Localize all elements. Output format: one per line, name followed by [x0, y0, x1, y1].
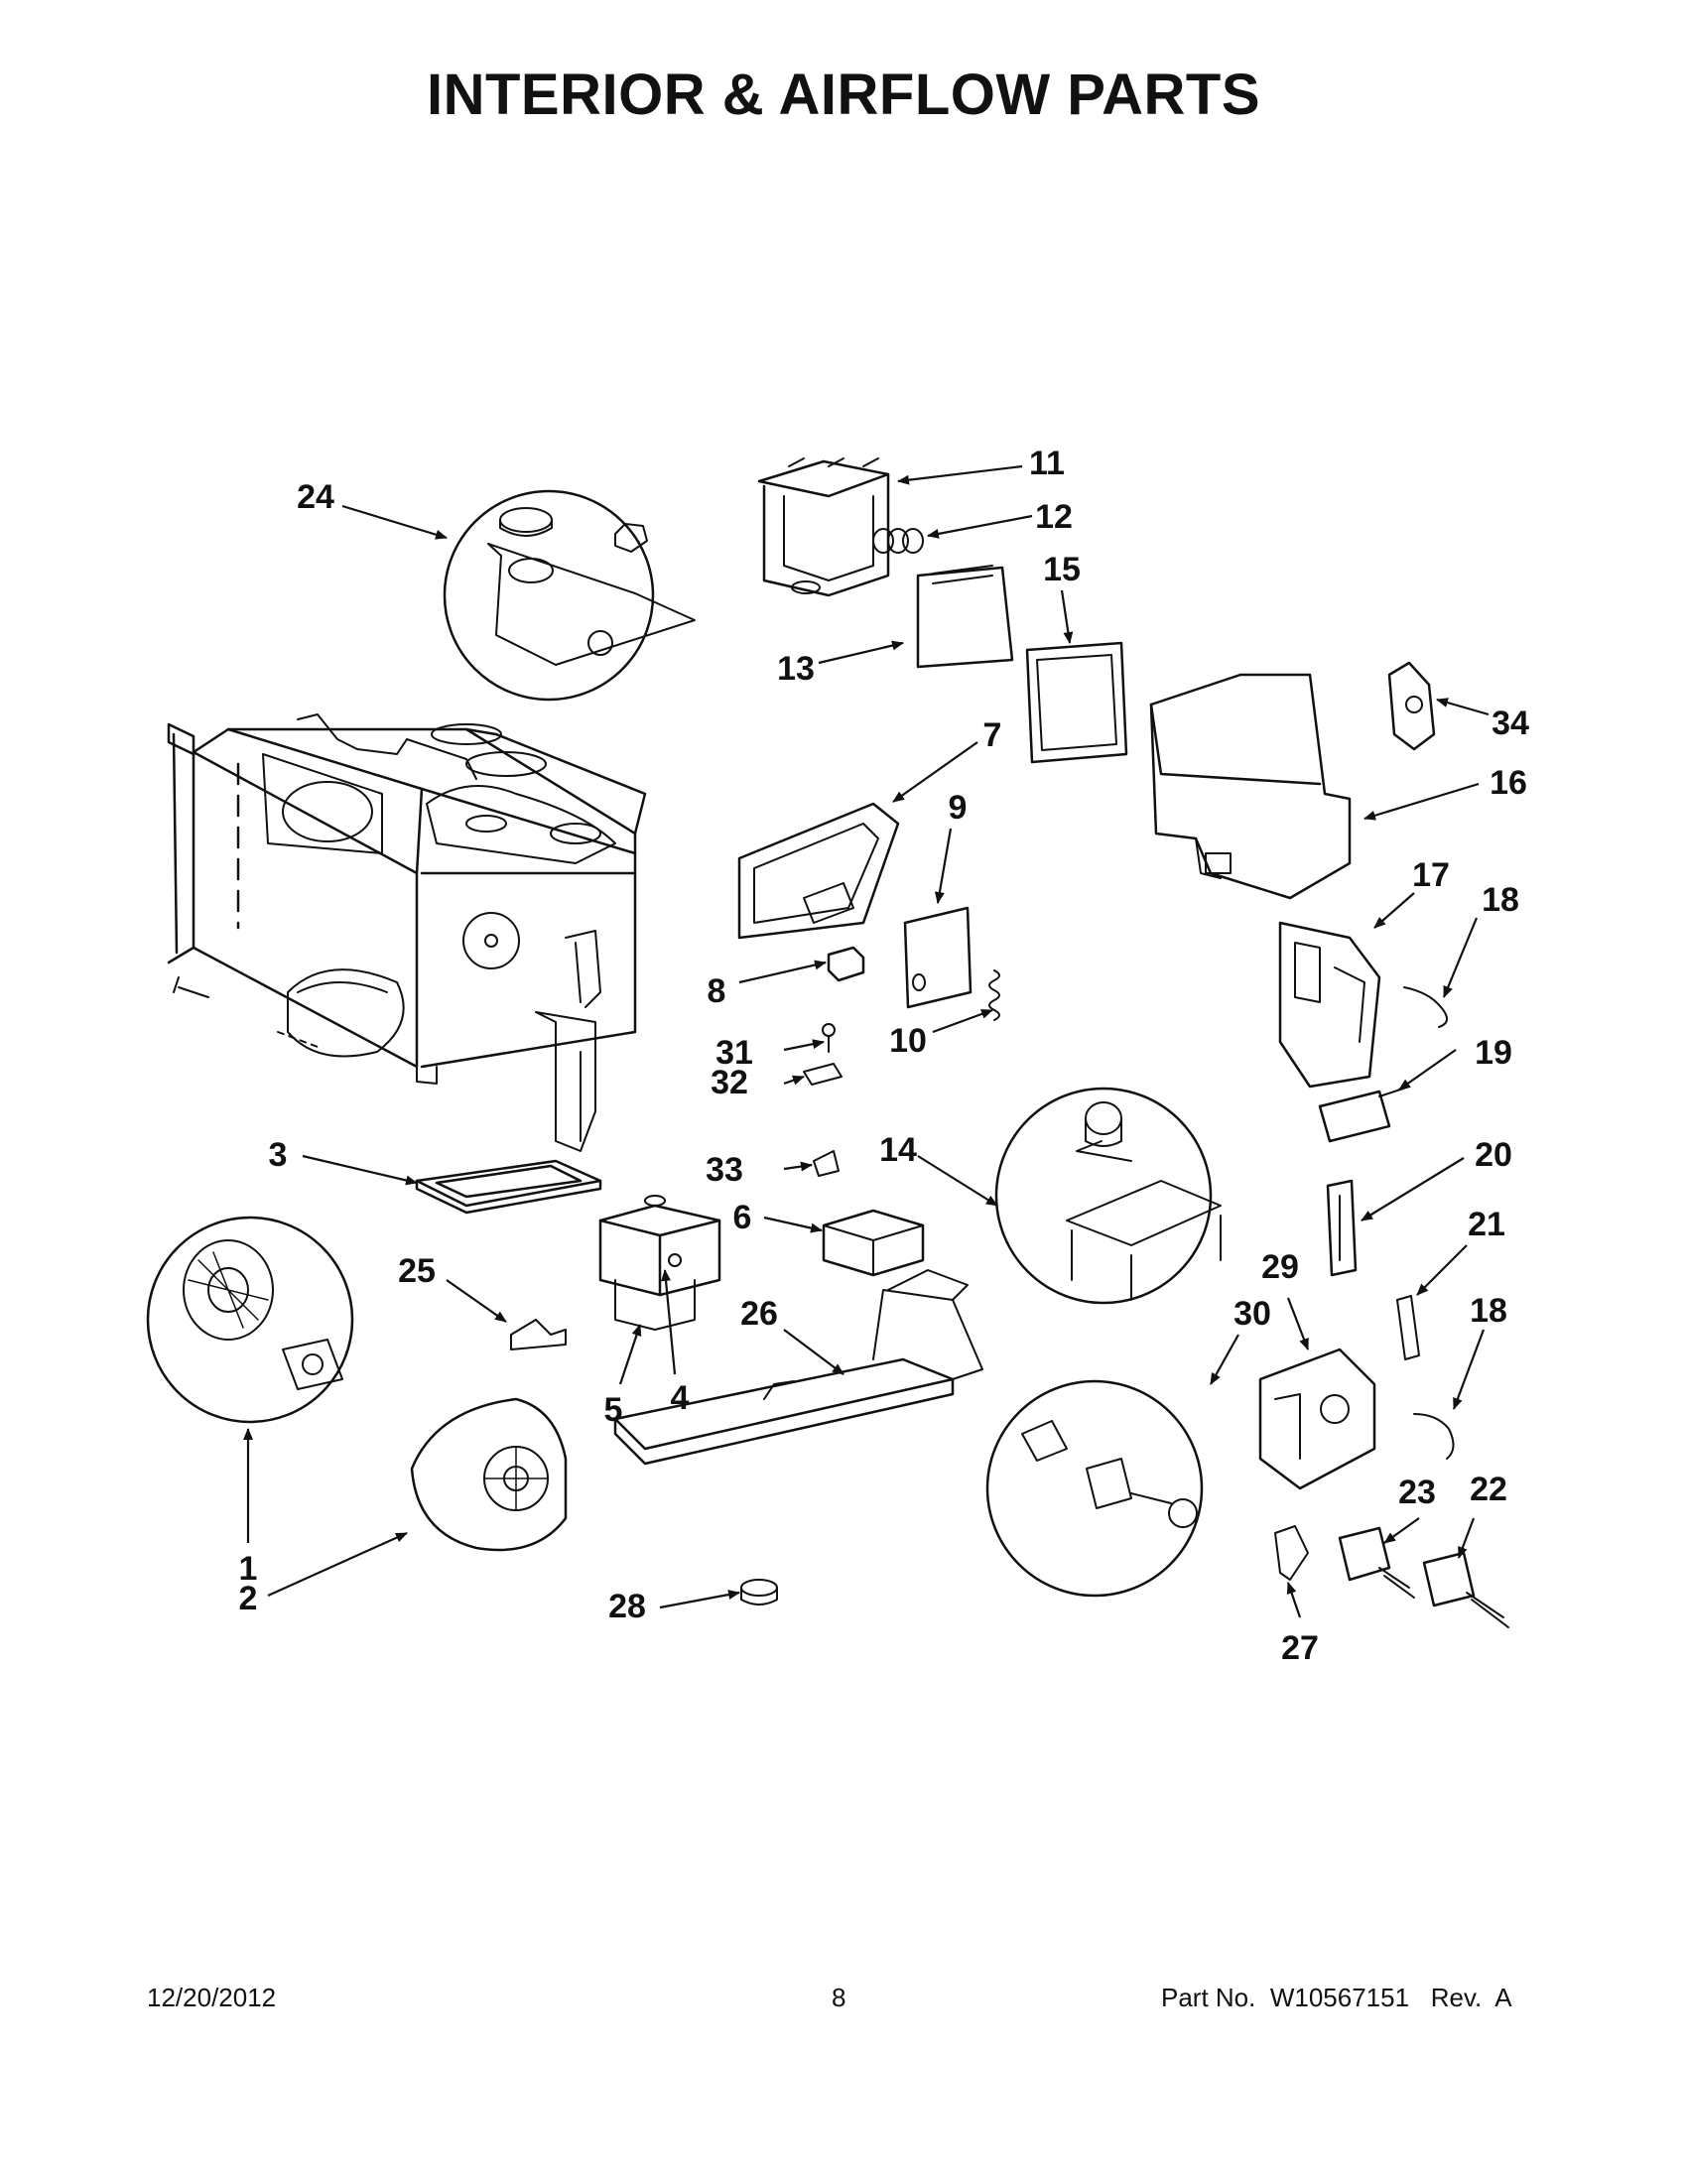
callout-23: 23 — [1398, 1474, 1436, 1511]
leader-30 — [1210, 1334, 1239, 1385]
part-8-switch — [827, 946, 865, 982]
parts-31-33-small-items — [803, 1023, 843, 1177]
callout-18a: 18 — [1482, 881, 1519, 919]
callout-18b: 18 — [1470, 1292, 1507, 1330]
callout-21: 21 — [1468, 1206, 1505, 1243]
leader-15 — [1060, 589, 1074, 644]
part-16-air-duct — [1149, 673, 1352, 900]
leader-16 — [1363, 782, 1480, 821]
leader-28 — [659, 1590, 740, 1609]
callout-6: 6 — [733, 1199, 752, 1236]
leader-3 — [302, 1154, 418, 1186]
callout-13: 13 — [777, 650, 815, 688]
part-1-detail-circle — [146, 1216, 354, 1424]
part-24-detail-circle — [443, 489, 696, 702]
part-6-capacitor — [822, 1209, 925, 1277]
parts-4-5-magnetron — [598, 1195, 721, 1331]
leader-18b — [1452, 1329, 1486, 1410]
callout-15: 15 — [1043, 551, 1081, 588]
callout-25: 25 — [398, 1252, 436, 1290]
callout-22: 22 — [1470, 1471, 1507, 1508]
callout-20: 20 — [1475, 1136, 1512, 1174]
footer-date: 12/20/2012 — [147, 1983, 277, 2012]
leader-4 — [661, 1269, 677, 1375]
leader-11 — [897, 464, 1023, 485]
callout-17: 17 — [1412, 856, 1450, 894]
part-30-detail-circle — [985, 1379, 1204, 1598]
part-25-bracket — [510, 1319, 567, 1350]
leader-7 — [892, 741, 978, 803]
callout-12: 12 — [1035, 498, 1073, 536]
callout-5: 5 — [604, 1391, 623, 1429]
leader-5 — [618, 1324, 642, 1385]
callout-33: 33 — [706, 1151, 743, 1189]
leader-18a — [1442, 917, 1479, 998]
leader-12 — [927, 514, 1033, 539]
callout-8: 8 — [708, 972, 726, 1010]
cavity-wrapper-assembly — [167, 713, 647, 1152]
callout-19: 19 — [1475, 1034, 1512, 1072]
callout-4: 4 — [671, 1379, 690, 1417]
page-title: INTERIOR & AIRFLOW PARTS — [426, 63, 1261, 127]
callout-31: 31 — [715, 1034, 753, 1072]
leader-23 — [1383, 1517, 1420, 1544]
footer-part-number: Part No. W10567151 Rev. A — [1161, 1983, 1512, 2012]
leader-13 — [818, 640, 904, 665]
leader-22 — [1457, 1517, 1476, 1559]
leader-6 — [763, 1216, 823, 1233]
parts-19-21 — [1318, 1086, 1420, 1360]
callout-16: 16 — [1490, 764, 1527, 802]
leader-8 — [738, 960, 827, 984]
leader-10 — [932, 1008, 993, 1034]
callout-27: 27 — [1281, 1629, 1319, 1667]
parts-11-15-control-bracket — [757, 457, 1128, 764]
footer-page-number: 8 — [832, 1983, 846, 2012]
part-10-spring — [988, 969, 1000, 1021]
leader-34 — [1436, 698, 1490, 716]
part-7-vent-door — [737, 802, 900, 940]
callout-3: 3 — [269, 1136, 288, 1174]
leader-27 — [1286, 1582, 1302, 1618]
leader-14 — [917, 1155, 998, 1207]
callout-10: 10 — [889, 1022, 927, 1060]
leader-31 — [783, 1039, 825, 1052]
leader-2 — [267, 1531, 408, 1598]
part-18-springs — [1403, 986, 1455, 1460]
callout-14: 14 — [879, 1131, 917, 1169]
callout-34: 34 — [1492, 705, 1529, 742]
leader-33 — [783, 1161, 813, 1172]
part-34-clip — [1387, 661, 1436, 751]
callout-2: 2 — [239, 1580, 258, 1617]
parts-22-23-27-switches — [1274, 1525, 1509, 1628]
leader-25 — [446, 1279, 507, 1323]
leader-9 — [934, 828, 953, 904]
part-28-knob — [740, 1579, 778, 1606]
callout-29: 29 — [1261, 1248, 1299, 1286]
leader-32 — [783, 1075, 805, 1086]
callout-11: 11 — [1029, 445, 1065, 482]
part-17-interlock-bracket — [1278, 921, 1381, 1089]
callout-7: 7 — [983, 716, 1002, 754]
leader-17 — [1373, 892, 1415, 929]
callout-1: 1 — [239, 1550, 258, 1588]
part-26-waveguide — [613, 1269, 983, 1466]
callout-9: 9 — [949, 789, 968, 827]
callout-32: 32 — [711, 1064, 748, 1101]
callout-24: 24 — [297, 478, 334, 516]
callout-30: 30 — [1233, 1295, 1271, 1333]
callout-28: 28 — [608, 1588, 646, 1625]
leader-20 — [1361, 1157, 1465, 1221]
part-29-switch-bracket — [1258, 1348, 1376, 1490]
leader-26 — [783, 1329, 844, 1375]
callout-26: 26 — [740, 1295, 778, 1333]
part-14-detail-circle — [994, 1087, 1222, 1305]
leader-21 — [1416, 1244, 1468, 1296]
part-3-base-plate — [415, 1159, 602, 1215]
leader-29 — [1286, 1297, 1310, 1350]
part-2-blower-housing — [410, 1397, 568, 1552]
leader-24 — [341, 504, 448, 540]
leader-19 — [1398, 1049, 1457, 1091]
part-9-plate — [903, 906, 973, 1009]
